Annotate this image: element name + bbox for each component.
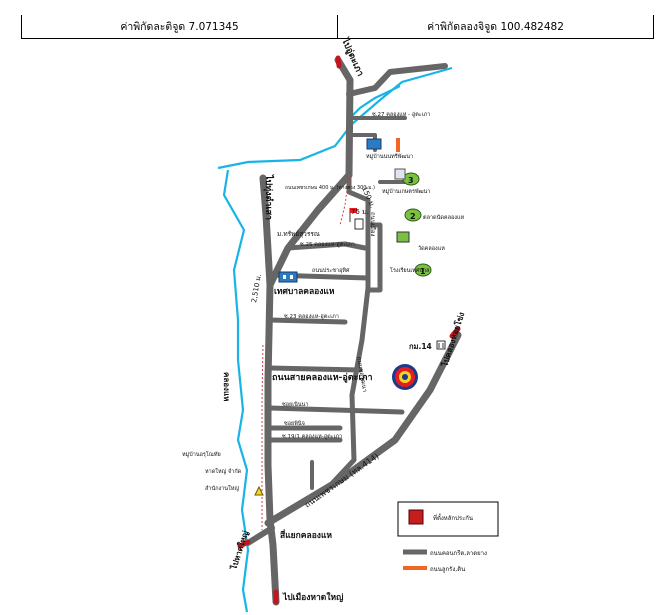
label-west-road: ไปทุ่งตำเสา bbox=[263, 174, 275, 220]
legend-paved-label: ถนนคอนกรีต,ลาดยาง bbox=[430, 549, 487, 557]
numbered-markers: 3 2 1 bbox=[402, 172, 432, 277]
road-soi-east bbox=[323, 172, 371, 493]
road-sw bbox=[245, 525, 275, 546]
road-north bbox=[334, 56, 354, 179]
marker-2: 2 bbox=[404, 208, 422, 222]
label-south: ไปเมืองหาดใหญ่ bbox=[282, 592, 343, 603]
label-soi-pinit: ซอยพินิจ bbox=[284, 420, 305, 427]
canal-west bbox=[222, 169, 250, 613]
distance-line-north bbox=[339, 174, 350, 226]
label-market: ตลาดนัดคลองแห bbox=[423, 214, 465, 221]
road-mid bbox=[267, 365, 363, 373]
km-post-icon bbox=[436, 340, 446, 350]
coordinates-box: ค่าพิกัดละติจูด 7.071345 ค่าพิกัดลองจิจู… bbox=[21, 15, 654, 39]
road-highway bbox=[264, 331, 462, 527]
label-km: กม.14 bbox=[409, 342, 432, 351]
canal-main bbox=[217, 66, 453, 170]
label-canal: คลองแห bbox=[222, 372, 231, 401]
label-road-ns: ถนนเมือง bbox=[369, 212, 377, 236]
legend-dirt-label: ถนนลูกรัง,ดิน bbox=[430, 566, 465, 573]
svg-text:2: 2 bbox=[410, 212, 416, 221]
legend-flag-swatch bbox=[408, 509, 424, 525]
building-icon-school bbox=[354, 218, 364, 230]
building-icon-north bbox=[394, 168, 406, 180]
latitude-cell: ค่าพิกัดละติจูด 7.071345 bbox=[120, 21, 239, 33]
label-junction: สี่แยกคลองแห bbox=[280, 528, 332, 541]
label-soi-nern: ซอยเนินนา bbox=[282, 401, 309, 408]
building-icon-village bbox=[366, 138, 382, 150]
canal-branch bbox=[346, 85, 401, 122]
location-flag-icon bbox=[349, 208, 357, 222]
label-main-road: ถนนสายคลองแห-อู่ตะเภา bbox=[272, 372, 373, 383]
label-pracha: ถนนประชาอุทิศ bbox=[312, 267, 350, 274]
office-icon bbox=[254, 485, 264, 496]
road-ne-spur bbox=[346, 63, 448, 97]
legend: ที่ตั้งหลักประกัน ถนนคอนกรีต,ลาดยาง ถนนล… bbox=[397, 501, 499, 573]
label-village-1: หมู่บ้านนนทรีพัฒนา bbox=[366, 153, 413, 160]
roads bbox=[245, 56, 462, 606]
east-end-marker bbox=[449, 326, 461, 339]
label-soi-27: ซ.27 คลองแห - อู่ตะเภา bbox=[372, 111, 430, 118]
building-icon-hospital bbox=[396, 231, 410, 243]
fuel-station-icon bbox=[392, 364, 418, 390]
road-nern bbox=[267, 405, 405, 415]
end-markers bbox=[237, 55, 461, 605]
label-temple: วัดคลองแห bbox=[418, 245, 445, 252]
north-end-marker bbox=[335, 55, 342, 69]
road-connector bbox=[365, 222, 383, 293]
canals bbox=[217, 66, 453, 613]
label-ma-suwan: ม.ทรัพย์สุวรรณ bbox=[277, 230, 320, 238]
label-distance-note: ถนนเพชรเกษม 400 ม. (ทางตรง 300 ม.) bbox=[285, 185, 375, 191]
label-soi-19: ซ.19/1 คลองแห-อู่ตะเภา bbox=[282, 433, 342, 440]
label-school: โรงเรียนเทศบาล bbox=[390, 266, 429, 274]
svg-text:3: 3 bbox=[408, 176, 414, 185]
label-village-4b: หาดใหญ่ จำกัด bbox=[205, 468, 242, 475]
marker-1: 1 bbox=[414, 263, 432, 277]
label-soi-23: ซ.23 คลองแห-อู่ตะเภา bbox=[284, 313, 339, 320]
longitude-cell: ค่าพิกัดลองจิจูด 100.482482 bbox=[337, 15, 653, 38]
road-soi-23 bbox=[267, 317, 348, 325]
legend-flag-label: ที่ตั้งหลักประกัน bbox=[433, 512, 473, 522]
road-main-south bbox=[264, 281, 280, 606]
building-icons bbox=[254, 138, 410, 496]
svg-text:1: 1 bbox=[420, 267, 426, 276]
label-east: ไปคลองหอยโข่ง bbox=[439, 311, 466, 369]
label-highway: ถนนเพชรเกษม (ทล.414) bbox=[303, 452, 381, 510]
label-soi-25: ซ.25 คลองแห-อู่ตะเภา bbox=[300, 241, 355, 248]
label-distance-75: 75 ม. bbox=[351, 208, 369, 216]
distance-line-west bbox=[261, 344, 264, 530]
label-office: สำนักงานใหญ่ bbox=[205, 485, 239, 492]
road-main-diag bbox=[266, 171, 353, 289]
label-distance-2510: 2,510 ม. bbox=[250, 273, 263, 303]
road-west-upper bbox=[259, 174, 274, 289]
road-soi-25 bbox=[285, 241, 368, 251]
sw-end-marker bbox=[237, 539, 251, 549]
label-village-4: หมู่บ้านอรุโณทัย bbox=[182, 450, 221, 458]
label-municipality: เทศบาลคลองแห bbox=[274, 287, 335, 297]
municipality-icon bbox=[278, 271, 298, 283]
label-village-3: หมู่บ้านเกษตรพัฒนา bbox=[382, 188, 430, 195]
